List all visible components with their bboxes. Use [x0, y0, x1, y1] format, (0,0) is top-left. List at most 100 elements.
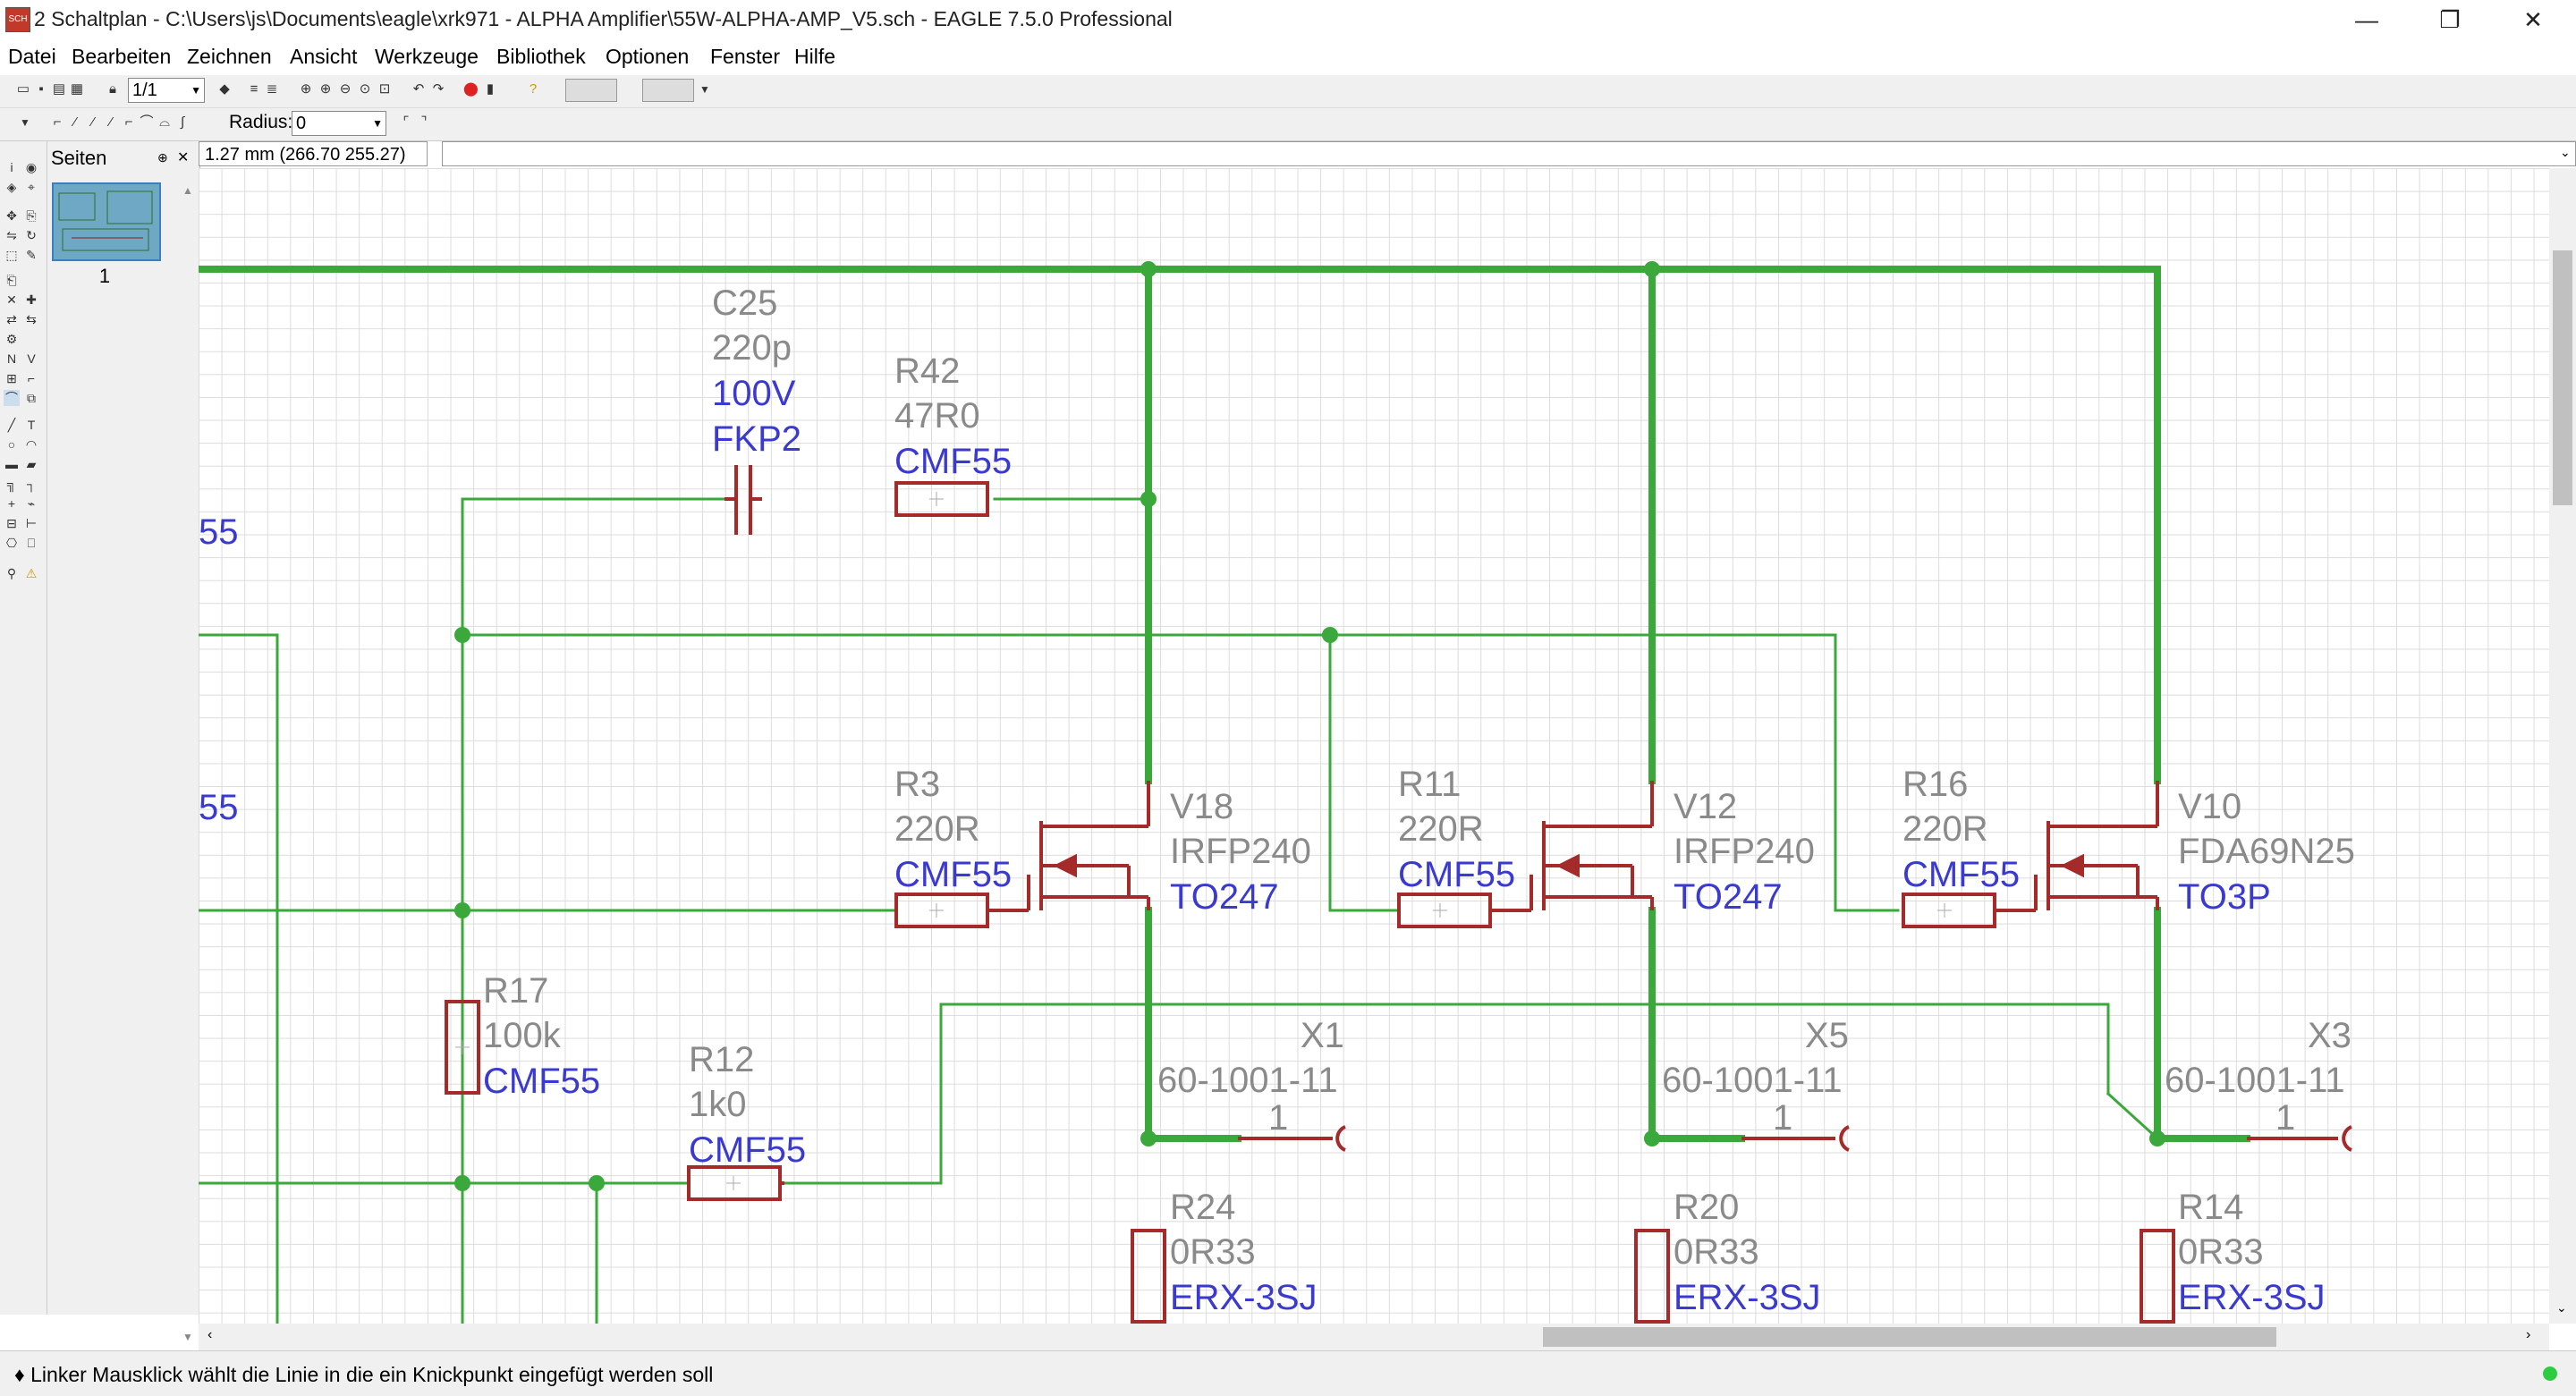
go-icon[interactable]: ▮ [486, 81, 495, 97]
split-icon[interactable]: ⌒ [4, 390, 20, 406]
erc-icon[interactable]: ⚲ [6, 566, 17, 580]
page-thumbnail[interactable] [52, 182, 161, 261]
radius-input[interactable]: 0▼ [292, 111, 386, 136]
sheet-select[interactable]: 1/1▼ [128, 78, 205, 103]
mosfet-v18[interactable] [1027, 781, 1150, 910]
pinswap-icon[interactable]: ⇄ [6, 312, 17, 326]
zoom-redraw-icon[interactable]: ⊙ [359, 81, 371, 97]
connector-x5[interactable] [1741, 1125, 1850, 1152]
delete-icon[interactable]: ✕ [6, 292, 17, 307]
menu-ansicht[interactable]: Ansicht [290, 45, 358, 68]
net-icon[interactable]: ┐ [27, 477, 36, 491]
menu-bibliothek[interactable]: Bibliothek [496, 45, 586, 68]
board-icon[interactable]: ◆ [219, 81, 230, 97]
miter-round-icon[interactable]: ⌜ [402, 114, 410, 130]
minimize-button[interactable]: — [2355, 6, 2378, 33]
label-icon[interactable]: ⌁ [27, 496, 36, 511]
mosfet-v10[interactable] [2034, 781, 2159, 910]
undo-icon[interactable]: ↶ [412, 81, 425, 97]
bend-style-0-icon[interactable]: ⌐ [53, 114, 62, 130]
bend-style-5-icon[interactable]: ⌒ [140, 114, 154, 130]
value-icon[interactable]: V [27, 351, 36, 366]
dimension-icon[interactable]: ⊢ [25, 516, 38, 530]
menu-hilfe[interactable]: Hilfe [794, 45, 836, 68]
resistor-r42[interactable] [894, 481, 989, 517]
gateswap-icon[interactable]: ⚙ [5, 332, 18, 346]
connector-x3[interactable] [2247, 1125, 2352, 1152]
redo-icon[interactable]: ↷ [432, 81, 445, 97]
script-icon[interactable]: ≡ [250, 81, 258, 97]
capacitor-c25[interactable] [724, 465, 762, 535]
print-icon[interactable]: ▤ [52, 81, 66, 97]
resistor-r17[interactable] [445, 1000, 480, 1095]
mirror-icon[interactable]: ⇋ [6, 228, 17, 242]
bus-icon[interactable]: ╗ [7, 477, 16, 491]
resistor-r20[interactable] [1634, 1229, 1670, 1324]
bend-style-6-icon[interactable]: ⌓ [159, 114, 170, 130]
circle-icon[interactable]: ○ [7, 437, 16, 452]
modules-icon[interactable]: ⎕ [27, 536, 36, 550]
menu-fenster[interactable]: Fenster [710, 45, 780, 68]
layer-dropdown-icon[interactable]: ▼ [20, 116, 30, 129]
scroll-right-icon[interactable]: › [2526, 1327, 2531, 1342]
miter-straight-icon[interactable]: ⌝ [420, 114, 428, 130]
bend-style-1-icon[interactable]: ⁄ [73, 114, 77, 130]
command-history-chevron-icon[interactable]: ⌄ [2560, 145, 2571, 159]
panel-scroll-down-icon[interactable]: ▼ [182, 1331, 193, 1343]
invoke-icon[interactable]: ⧉ [27, 391, 36, 405]
zoom-select-icon[interactable]: ⊡ [378, 81, 391, 97]
polygon-icon[interactable]: ▰ [26, 457, 37, 471]
change-icon[interactable]: ✎ [26, 248, 37, 262]
frame-icon[interactable]: ⎔ [5, 536, 18, 550]
mosfet-v12[interactable] [1530, 781, 1654, 910]
bend-style-7-icon[interactable]: ∫ [180, 114, 185, 130]
resistor-r24[interactable] [1131, 1229, 1166, 1324]
bend-style-4-icon[interactable]: ⌐ [124, 114, 133, 130]
lock-icon[interactable]: 🔒︎ [109, 81, 116, 97]
zoom-in-icon[interactable]: ⊕ [319, 81, 332, 97]
eagle-app-icon[interactable]: SCH [5, 7, 30, 32]
design-link-button[interactable] [565, 79, 617, 102]
name-icon[interactable]: N [6, 351, 17, 366]
junction-icon[interactable]: + [7, 496, 16, 511]
cam-icon[interactable]: ▦ [70, 81, 84, 97]
close-button[interactable]: ✕ [2523, 6, 2543, 33]
attribute-icon[interactable]: ⊟ [6, 516, 17, 530]
scroll-left-icon[interactable]: ‹ [208, 1327, 213, 1342]
toolbar-dropdown-icon[interactable]: ▼ [699, 83, 710, 96]
menu-bearbeiten[interactable]: Bearbeiten [72, 45, 172, 68]
maximize-button[interactable]: ❐ [2439, 6, 2461, 33]
move-icon[interactable]: ✥ [6, 208, 17, 223]
pin-icon[interactable]: ⊕ [157, 150, 168, 165]
replace-icon[interactable]: ⇆ [26, 312, 37, 326]
menu-optionen[interactable]: Optionen [606, 45, 690, 68]
menu-datei[interactable]: Datei [8, 45, 56, 68]
menu-zeichnen[interactable]: Zeichnen [187, 45, 272, 68]
info-icon[interactable]: i [10, 160, 13, 174]
smash-icon[interactable]: ⊞ [6, 371, 17, 385]
scroll-down-icon[interactable]: ⌄ [2556, 1300, 2567, 1315]
stop-icon[interactable]: ⬤ [463, 81, 479, 97]
group-icon[interactable]: ⬚ [5, 248, 18, 262]
command-line-input[interactable] [442, 141, 2576, 166]
schematic-canvas[interactable]: 55 55 C25 220p 100V FKP2 R42 47R0 CMF55 … [199, 168, 2549, 1324]
horizontal-scrollbar-thumb[interactable] [1543, 1327, 2276, 1347]
panel-scroll-up-icon[interactable]: ▲ [182, 184, 193, 197]
copy-icon[interactable]: ⎘ [26, 208, 37, 223]
errors-icon[interactable]: ⚠ [25, 566, 38, 580]
arc-icon[interactable]: ◠ [25, 437, 38, 452]
ulp-icon[interactable]: ≣ [266, 81, 278, 97]
bend-style-2-icon[interactable]: ⁄ [91, 114, 95, 130]
wire-icon[interactable]: ╱ [7, 418, 16, 432]
zoom-out-icon[interactable]: ⊖ [339, 81, 352, 97]
resistor-r14[interactable] [2140, 1229, 2175, 1324]
help-icon[interactable]: ? [529, 81, 538, 97]
rotate-icon[interactable]: ↻ [26, 228, 37, 242]
menu-werkzeuge[interactable]: Werkzeuge [375, 45, 479, 68]
connector-x1[interactable] [1238, 1125, 1346, 1152]
ul-ordering-button[interactable] [642, 79, 694, 102]
display-icon[interactable]: ◈ [6, 180, 17, 194]
add-icon[interactable]: ✚ [26, 292, 37, 307]
paste-icon[interactable]: ⎗ [6, 273, 17, 287]
mark-icon[interactable]: ⌖ [28, 180, 35, 194]
